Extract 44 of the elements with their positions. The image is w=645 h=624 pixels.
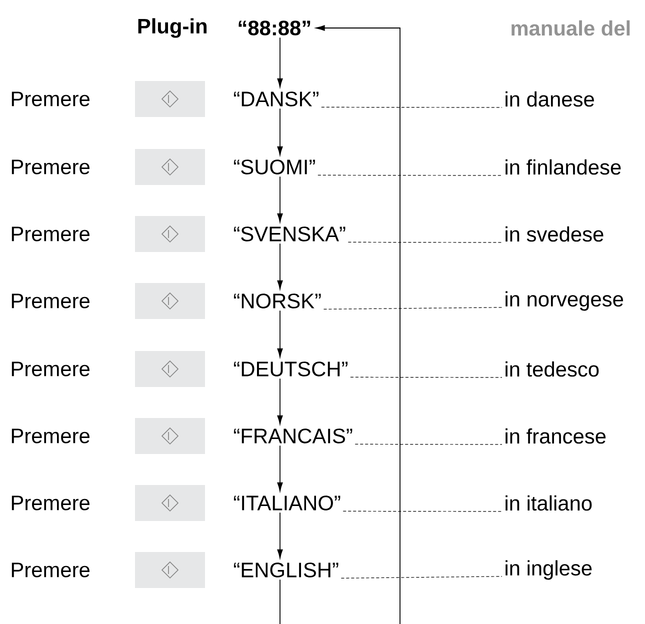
language-label: in danese <box>506 91 594 107</box>
leader-line <box>321 106 502 108</box>
display-text: “SUOMI” <box>234 160 315 174</box>
leader-line <box>340 576 502 578</box>
instruction-text: Premere <box>12 562 90 578</box>
display-text: “SVENSKA” <box>234 226 346 242</box>
display-text: “88:88” <box>238 20 310 36</box>
instruction-text: Premere <box>12 92 90 106</box>
instruction-text: Premere <box>12 496 90 510</box>
instruction-text: Premere <box>12 428 90 444</box>
instruction-text: Premere <box>12 362 90 376</box>
heading-label: Plug-in <box>138 18 207 38</box>
language-label: in inglese <box>506 560 592 580</box>
display-text: “NORSK” <box>234 294 321 308</box>
language-label: in svedese <box>506 226 604 242</box>
arrow <box>277 378 283 424</box>
arrow <box>277 445 283 492</box>
language-label: in francese <box>506 428 606 444</box>
arrow <box>277 176 283 222</box>
arrow <box>277 310 283 358</box>
display-text: “FRANCAIS” <box>234 428 352 444</box>
leader-line <box>348 242 502 243</box>
leader-line <box>323 307 502 310</box>
arrow <box>277 37 283 88</box>
language-label: in finlandese <box>506 159 621 175</box>
display-text: “ENGLISH” <box>234 562 338 578</box>
leader-line <box>342 510 502 512</box>
instruction-text: Premere <box>12 160 90 174</box>
language-label: in italiano <box>506 495 592 511</box>
leader-line <box>350 376 502 378</box>
arrow <box>277 243 283 290</box>
language-label: in norvegese <box>506 291 624 311</box>
arrow <box>277 108 283 156</box>
leader-line <box>354 444 502 445</box>
arrow <box>277 512 283 558</box>
instruction-text: Premere <box>12 294 90 308</box>
leader-line <box>318 174 502 176</box>
display-text: “DEUTSCH” <box>234 362 348 376</box>
arrow <box>316 25 400 624</box>
language-label: in tedesco <box>506 361 599 377</box>
display-text: “DANSK” <box>234 92 318 106</box>
instruction-text: Premere <box>12 226 90 242</box>
display-text: “ITALIANO” <box>234 496 340 510</box>
heading-label: manuale del <box>512 20 630 36</box>
